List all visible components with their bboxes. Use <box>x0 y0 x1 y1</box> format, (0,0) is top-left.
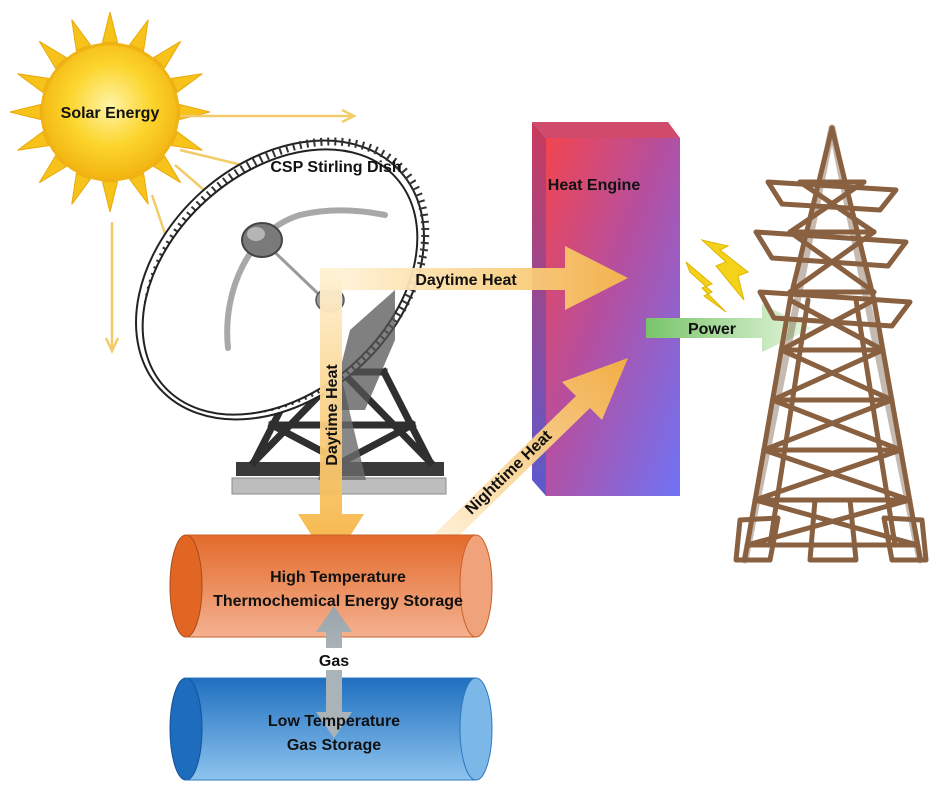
daytime-heat-vertical-label: Daytime Heat <box>324 364 341 466</box>
power-tower-icon <box>733 124 929 564</box>
low-temp-storage-label-line1: Low Temperature <box>268 713 400 730</box>
gas-arrow-lower <box>316 670 352 738</box>
lightning-bolt-icon <box>685 239 749 313</box>
sun-ray <box>101 181 119 213</box>
sun-ray <box>17 73 50 94</box>
sun-icon <box>9 11 211 213</box>
sun-ray <box>38 155 67 184</box>
nighttime-heat-arrow <box>420 358 628 562</box>
tower-brace-beam <box>770 397 904 453</box>
high-temp-storage-label-line2: Thermochemical Energy Storage <box>213 593 463 610</box>
sun-ray <box>38 40 67 69</box>
sun-ray <box>128 172 149 205</box>
low-temp-storage-label-line2: Gas Storage <box>287 737 381 754</box>
solar-energy-label: Solar Energy <box>61 105 160 122</box>
sun-ray <box>170 130 203 151</box>
tower-brace-beam <box>761 397 895 453</box>
sun-ray <box>9 103 41 121</box>
heat-engine-block <box>532 122 680 496</box>
sun-ray <box>153 155 182 184</box>
power-label: Power <box>688 321 736 338</box>
daytime-heat-horizontal-label: Daytime Heat <box>415 272 517 289</box>
tower-brace-beam <box>761 447 913 503</box>
sun-ray <box>101 11 119 43</box>
heat-engine-label: Heat Engine <box>548 177 641 194</box>
tower-brace-beam <box>797 179 877 235</box>
tower-brace-beam <box>778 297 877 353</box>
sun-ray <box>153 40 182 69</box>
sun-ray <box>17 130 50 151</box>
tower-brace-beam <box>752 447 904 503</box>
tower-brace-beam <box>787 179 867 235</box>
csp-dish-label: CSP Stirling Dish <box>270 159 401 176</box>
daytime-heat-arrow-horizontal <box>320 246 628 310</box>
gas-label: Gas <box>319 653 349 670</box>
sun-ray <box>71 172 92 205</box>
high-temp-storage-label-line1: High Temperature <box>270 569 406 586</box>
sun-ray <box>179 103 211 121</box>
tower-brace-beam <box>787 297 886 353</box>
sun-ray <box>128 19 149 52</box>
tower-brace-beam <box>778 347 895 403</box>
gas-label-backdrop <box>316 648 356 670</box>
tower-brace-beam <box>787 229 877 295</box>
tower-brace-beam <box>770 347 886 403</box>
sun-ray <box>170 73 203 94</box>
sun-ray <box>71 19 92 52</box>
daytime-heat-arrow-vertical <box>298 268 364 566</box>
